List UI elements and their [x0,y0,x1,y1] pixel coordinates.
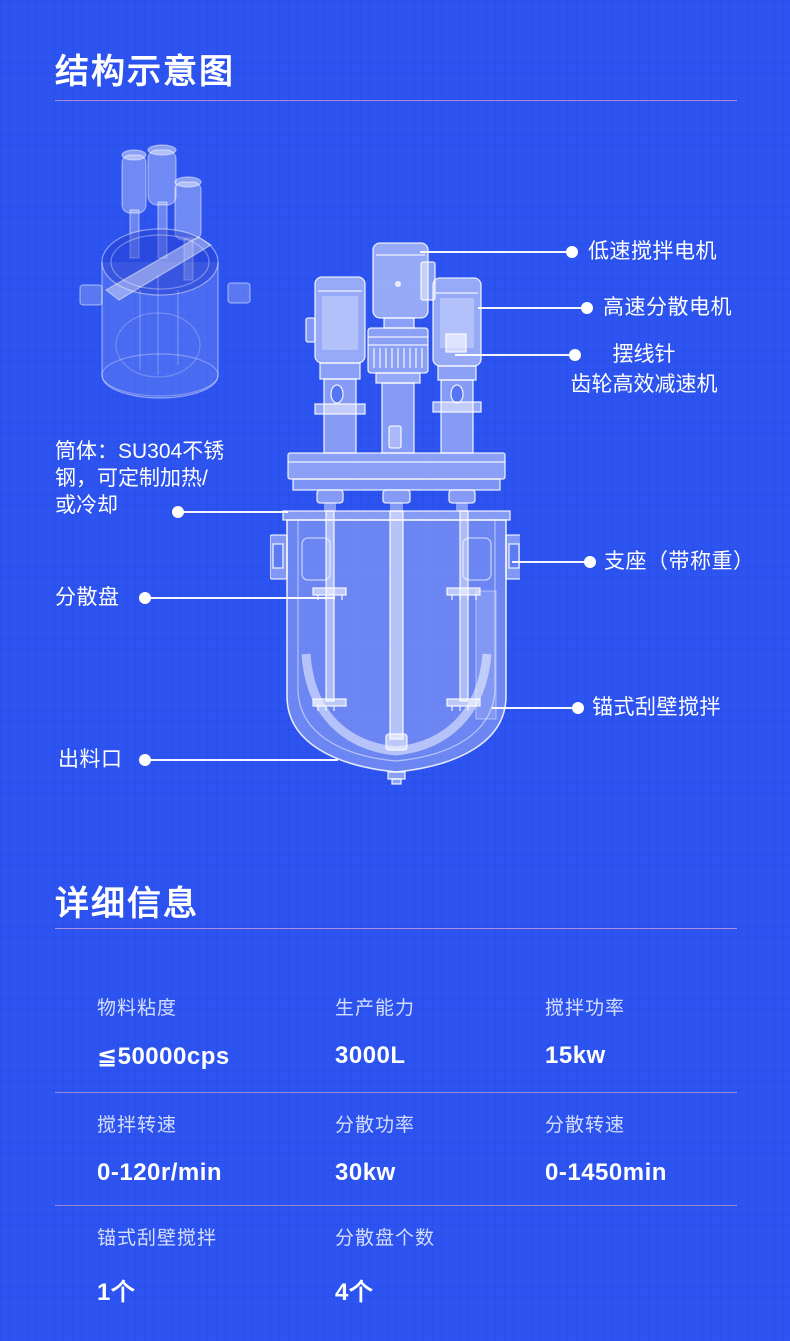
callout-dot [172,506,184,518]
callout-line [150,597,335,599]
spec-value: 3000L [335,1042,406,1069]
callout-low-speed-mixing-motor: 低速搅拌电机 [588,240,717,263]
spec-label: 搅拌功率 [545,998,626,1019]
callout-dot [139,754,151,766]
spec-row: 锚式刮壁搅拌 1个 分散盘个数 4个 [0,1205,790,1319]
callout-dot [569,349,581,361]
callout-high-speed-dispersing-motor: 高速分散电机 [603,296,732,319]
callout-line [492,707,576,709]
spec-label: 搅拌转速 [97,1115,178,1136]
structure-title-underline [55,100,737,101]
callout-discharge-outlet: 出料口 [58,748,123,771]
structure-section-title: 结构示意图 [55,53,235,91]
spec-value: 15kw [545,1042,606,1069]
details-title-underline [55,928,737,929]
callout-dot [581,302,593,314]
callout-dot [572,702,584,714]
spec-cell-dispersing-power: 分散功率 30kw [335,1092,415,1206]
spec-label: 分散盘个数 [335,1228,436,1249]
spec-value: 0-1450min [545,1159,667,1186]
spec-table: 物料粘度 ≦50000cps 生产能力 3000L 搅拌功率 15kw 搅拌转速… [0,975,790,1341]
callout-line3: 或冷却 [55,494,118,517]
spec-cell-dispersing-speed: 分散转速 0-1450min [545,1092,667,1206]
spec-label: 锚式刮壁搅拌 [97,1228,218,1249]
callout-line1: 筒体：SU304不锈 [55,440,225,463]
callout-line2: 钢，可定制加热/ [55,467,208,490]
spec-cell-mixing-power: 搅拌功率 15kw [545,975,625,1089]
callout-dispersing-disc: 分散盘 [55,586,120,609]
spec-cell-mixing-speed: 搅拌转速 0-120r/min [97,1092,222,1206]
spec-value: 4个 [335,1279,374,1306]
callout-dot [584,556,596,568]
callout-line [150,759,338,761]
callout-line [512,561,588,563]
spec-label: 生产能力 [335,998,416,1019]
spec-row: 物料粘度 ≦50000cps 生产能力 3000L 搅拌功率 15kw [0,975,790,1089]
spec-row: 搅拌转速 0-120r/min 分散功率 30kw 分散转速 0-1450min [0,1092,790,1206]
spec-divider [55,1205,737,1206]
callout-dot [566,246,578,258]
callout-cycloid-gear-reducer: 摆线针 齿轮高效减速机 [540,340,748,400]
spec-label: 分散转速 [545,1115,626,1136]
callout-line [478,307,585,309]
callout-tank-body-material: 筒体：SU304不锈 钢，可定制加热/ 或冷却 [55,438,224,519]
callout-line2: 齿轮高效减速机 [570,373,718,396]
spec-cell-dispersing-disc-count: 分散盘个数 4个 [335,1205,435,1319]
details-section-title: 详细信息 [55,885,199,923]
callout-line [183,511,288,513]
spec-cell-production-capacity: 生产能力 3000L [335,975,415,1089]
spec-label: 物料粘度 [97,998,178,1019]
callout-weighing-support: 支座（带称重） [604,550,755,573]
mixer-structure-diagram [270,242,520,785]
spec-value: 0-120r/min [97,1159,223,1186]
spec-value: 1个 [97,1279,136,1306]
spec-cell-anchor-scraper-count: 锚式刮壁搅拌 1个 [97,1205,217,1319]
spec-value: ≦50000cps [97,1043,230,1070]
callout-line [455,354,573,356]
spec-label: 分散功率 [335,1115,416,1136]
callout-line [420,251,570,253]
callout-anchor-wall-scraper: 锚式刮壁搅拌 [592,696,721,719]
callout-dot [139,592,151,604]
mixer-isometric-ghost-image [79,144,251,399]
spec-divider [55,1092,737,1093]
callout-line1: 摆线针 [612,343,676,366]
spec-value: 30kw [335,1159,396,1186]
spec-cell-material-viscosity: 物料粘度 ≦50000cps [97,975,230,1089]
